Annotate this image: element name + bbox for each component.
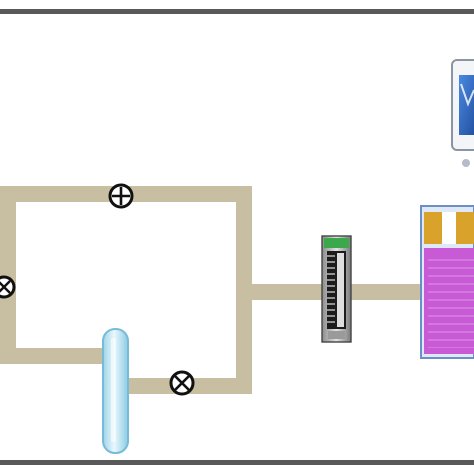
chip-pad-left — [424, 212, 442, 244]
chip-pad-right — [456, 212, 474, 244]
left-pipe — [0, 186, 16, 364]
valve-top — [108, 183, 134, 209]
frame-bottom-border — [0, 460, 474, 465]
monitor — [451, 59, 474, 167]
inline-tube — [102, 328, 129, 454]
column-module — [321, 235, 352, 343]
frame-top-border — [0, 9, 474, 14]
valve-bottom — [169, 370, 195, 396]
valve-left — [0, 275, 16, 299]
chip-device — [420, 205, 474, 359]
pipe-loop — [0, 186, 420, 394]
